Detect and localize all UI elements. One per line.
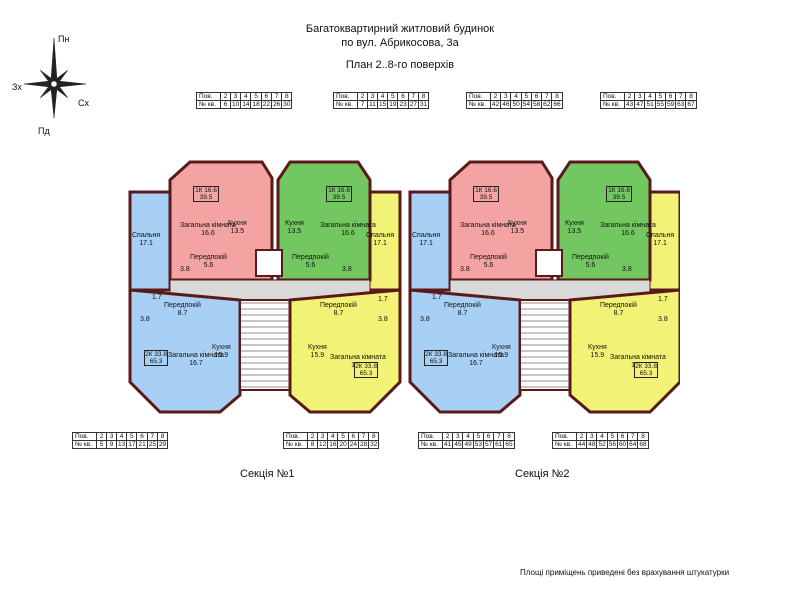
s1-bath-2: 3.8 [342,266,352,273]
s2-bath-3: 3.8 [420,316,430,323]
compass-north: Пн [58,34,70,44]
s2-wc-2: 1.7 [658,296,668,303]
s2-wc-1: 1.7 [432,294,442,301]
plan-title-floors: План 2..8-го поверхів [345,59,455,71]
compass: Пн Пд Зх Сх [12,28,108,138]
plan-title-line-2: по вул. Абрикосова, 3а [341,37,459,49]
s1-bath-4: 3.8 [378,316,388,323]
s2-bath-2: 3.8 [622,266,632,273]
compass-east: Сх [78,98,89,108]
s1-bath-3: 3.8 [140,316,150,323]
compass-rose-icon [23,37,87,119]
section-2-label: Секція №2 [515,468,570,480]
footnote: Площі приміщень приведені без врахування… [520,568,730,577]
plan-title-line-1: Багатоквартирний житловий будинок [305,23,495,35]
s2-bath-4: 3.8 [658,316,668,323]
section-1-label: Секція №1 [240,468,295,480]
compass-south: Пд [38,126,50,136]
s1-wc-2: 1.7 [378,296,388,303]
section-1-plan [128,160,402,415]
s2-bath-1: 3.8 [460,266,470,273]
s1-wc-1: 1.7 [152,294,162,301]
floor-plan-drawing [128,160,682,415]
compass-west: Зх [12,82,22,92]
s1-bath-1: 3.8 [180,266,190,273]
